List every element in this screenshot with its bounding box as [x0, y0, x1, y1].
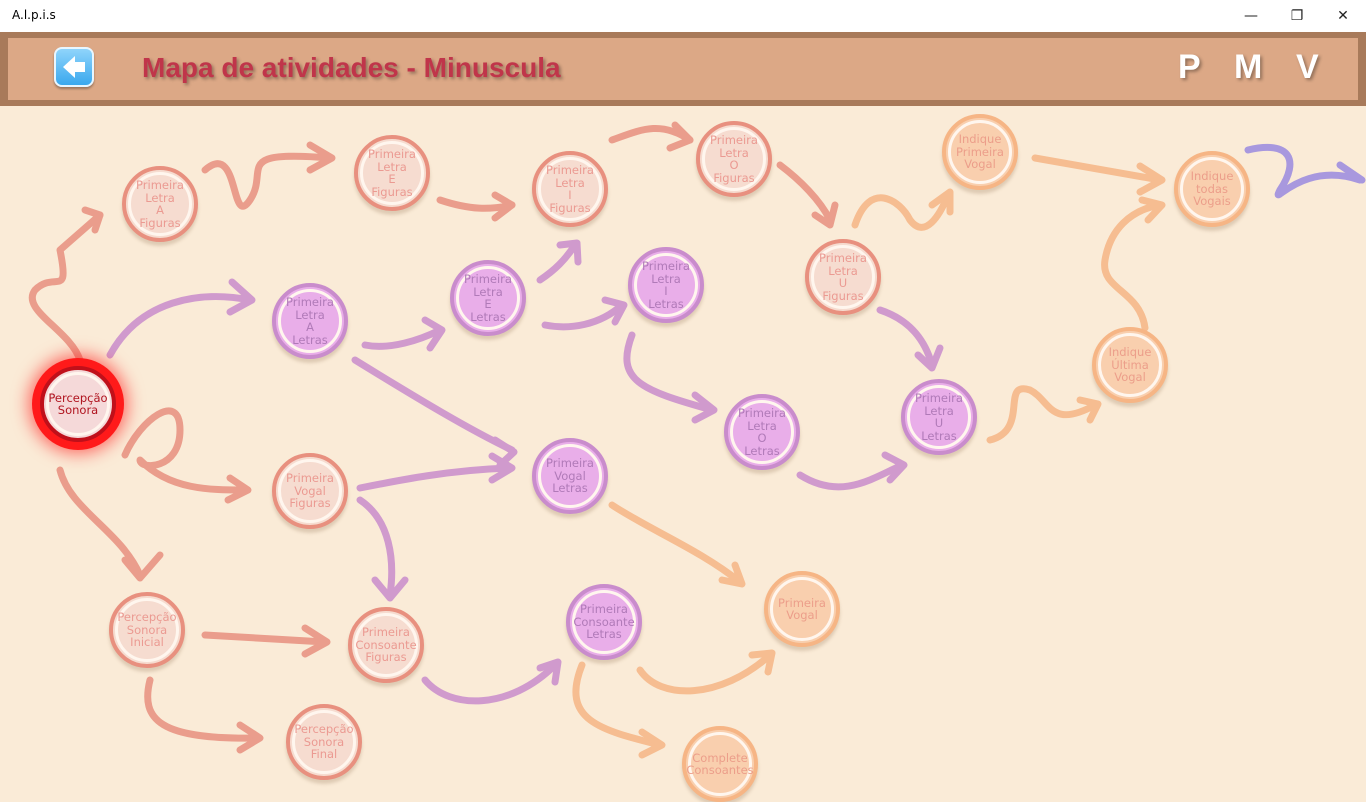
- close-button[interactable]: ✕: [1337, 8, 1349, 24]
- arrow: [796, 461, 906, 491]
- node-label: Primeira Vogal Figuras: [286, 471, 334, 511]
- activity-node-percepcao-sonora-inicial[interactable]: Percepção Sonora Inicial: [109, 592, 185, 668]
- m-button[interactable]: M: [1234, 48, 1263, 86]
- arrow: [201, 152, 334, 210]
- arrow: [776, 161, 834, 224]
- activity-node-primeira-letra-i-letras[interactable]: Primeira Letra I Letras: [628, 247, 704, 323]
- page-title: Mapa de atividades - Minuscula: [142, 52, 561, 83]
- arrow: [356, 464, 514, 492]
- activity-node-indique-todas-vogais[interactable]: Indique todas Vogais: [1174, 151, 1250, 227]
- arrow: [1101, 201, 1164, 332]
- window-titlebar: A.l.p.i.s — ❐ ✕: [0, 0, 1366, 32]
- node-label: Primeira Letra I Figuras: [546, 163, 594, 215]
- activity-node-complete-consoantes[interactable]: Complete Consoantes: [682, 726, 758, 802]
- arrow: [356, 496, 396, 599]
- arrow: [851, 191, 952, 231]
- v-button[interactable]: V: [1296, 48, 1319, 86]
- arrow: [623, 331, 716, 414]
- arrow: [56, 466, 144, 579]
- node-label: Primeira Letra U Figuras: [819, 251, 867, 303]
- restore-button[interactable]: ❐: [1290, 8, 1304, 24]
- node-label: Primeira Letra U Letras: [915, 391, 963, 443]
- node-label: Primeira Consoante Letras: [573, 602, 635, 642]
- activity-node-primeira-letra-u-figuras[interactable]: Primeira Letra U Figuras: [805, 239, 881, 315]
- node-label: Percepção Sonora: [48, 390, 108, 417]
- node-label: Primeira Vogal Letras: [546, 456, 594, 496]
- activity-node-percepcao-sonora-final[interactable]: Percepção Sonora Final: [286, 704, 362, 780]
- arrow: [608, 501, 744, 586]
- arrow: [361, 326, 444, 350]
- arrow: [636, 651, 774, 695]
- node-label: Primeira Letra O Figuras: [710, 133, 758, 185]
- node-label: Complete Consoantes: [686, 750, 754, 777]
- activity-node-indique-primeira-vogal[interactable]: Indique Primeira Vogal: [942, 114, 1018, 190]
- node-label: Indique Última Vogal: [1108, 345, 1152, 385]
- minimize-button[interactable]: —: [1244, 8, 1258, 24]
- arrow: [1244, 143, 1364, 199]
- activity-node-indique-ultima-vogal[interactable]: Indique Última Vogal: [1092, 327, 1168, 403]
- arrow: [1031, 154, 1164, 184]
- node-label: Indique Primeira Vogal: [956, 132, 1004, 172]
- arrow: [986, 385, 1099, 444]
- arrow: [28, 211, 104, 364]
- activity-node-primeira-vogal-figuras[interactable]: Primeira Vogal Figuras: [272, 453, 348, 529]
- activity-node-primeira-letra-a-figuras[interactable]: Primeira Letra A Figuras: [122, 166, 198, 242]
- node-label: Percepção Sonora Final: [294, 722, 354, 762]
- header: Mapa de atividades - Minuscula P M V: [0, 32, 1366, 106]
- node-label: Indique todas Vogais: [1190, 169, 1234, 209]
- arrow-left-icon: [63, 56, 85, 78]
- node-label: Primeira Letra I Letras: [642, 259, 690, 311]
- node-label: Primeira Letra A Figuras: [136, 178, 184, 230]
- node-label: Primeira Vogal: [778, 595, 826, 622]
- arrow: [572, 661, 664, 749]
- arrow: [121, 407, 249, 494]
- arrow: [106, 293, 254, 359]
- arrow: [536, 241, 579, 284]
- window-title: A.l.p.i.s: [12, 8, 56, 22]
- node-label: Primeira Letra E Letras: [464, 272, 512, 324]
- arrow: [421, 661, 559, 705]
- activity-node-primeira-letra-e-letras[interactable]: Primeira Letra E Letras: [450, 260, 526, 336]
- node-label: Percepção Sonora Inicial: [117, 610, 177, 650]
- node-label: Primeira Letra O Letras: [738, 406, 786, 458]
- activity-node-primeira-letra-e-figuras[interactable]: Primeira Letra E Figuras: [354, 135, 430, 211]
- node-label: Primeira Letra E Figuras: [368, 147, 416, 199]
- arrow: [541, 301, 626, 331]
- activity-node-primeira-letra-o-letras[interactable]: Primeira Letra O Letras: [724, 394, 800, 470]
- arrow: [876, 306, 936, 369]
- p-button[interactable]: P: [1178, 48, 1201, 86]
- activity-node-primeira-letra-o-figuras[interactable]: Primeira Letra O Figuras: [696, 121, 772, 197]
- activity-path-arrows: [28, 121, 1366, 759]
- node-label: Primeira Letra A Letras: [286, 295, 334, 347]
- activity-node-primeira-letra-a-letras[interactable]: Primeira Letra A Letras: [272, 283, 348, 359]
- arrow: [201, 631, 329, 646]
- arrow: [144, 676, 262, 742]
- arrow: [351, 356, 516, 454]
- activity-node-primeira-consoante-figuras[interactable]: Primeira Consoante Figuras: [348, 607, 424, 683]
- activity-node-primeira-letra-u-letras[interactable]: Primeira Letra U Letras: [901, 379, 977, 455]
- activity-node-primeira-vogal-letras[interactable]: Primeira Vogal Letras: [532, 438, 608, 514]
- activity-node-primeira-consoante-letras[interactable]: Primeira Consoante Letras: [566, 584, 642, 660]
- activity-node-percepcao-sonora[interactable]: Percepção Sonora: [40, 366, 116, 442]
- activity-node-primeira-vogal[interactable]: Primeira Vogal: [764, 571, 840, 647]
- activity-node-primeira-letra-i-figuras[interactable]: Primeira Letra I Figuras: [532, 151, 608, 227]
- back-button[interactable]: [54, 47, 94, 87]
- node-label: Primeira Consoante Figuras: [355, 625, 417, 665]
